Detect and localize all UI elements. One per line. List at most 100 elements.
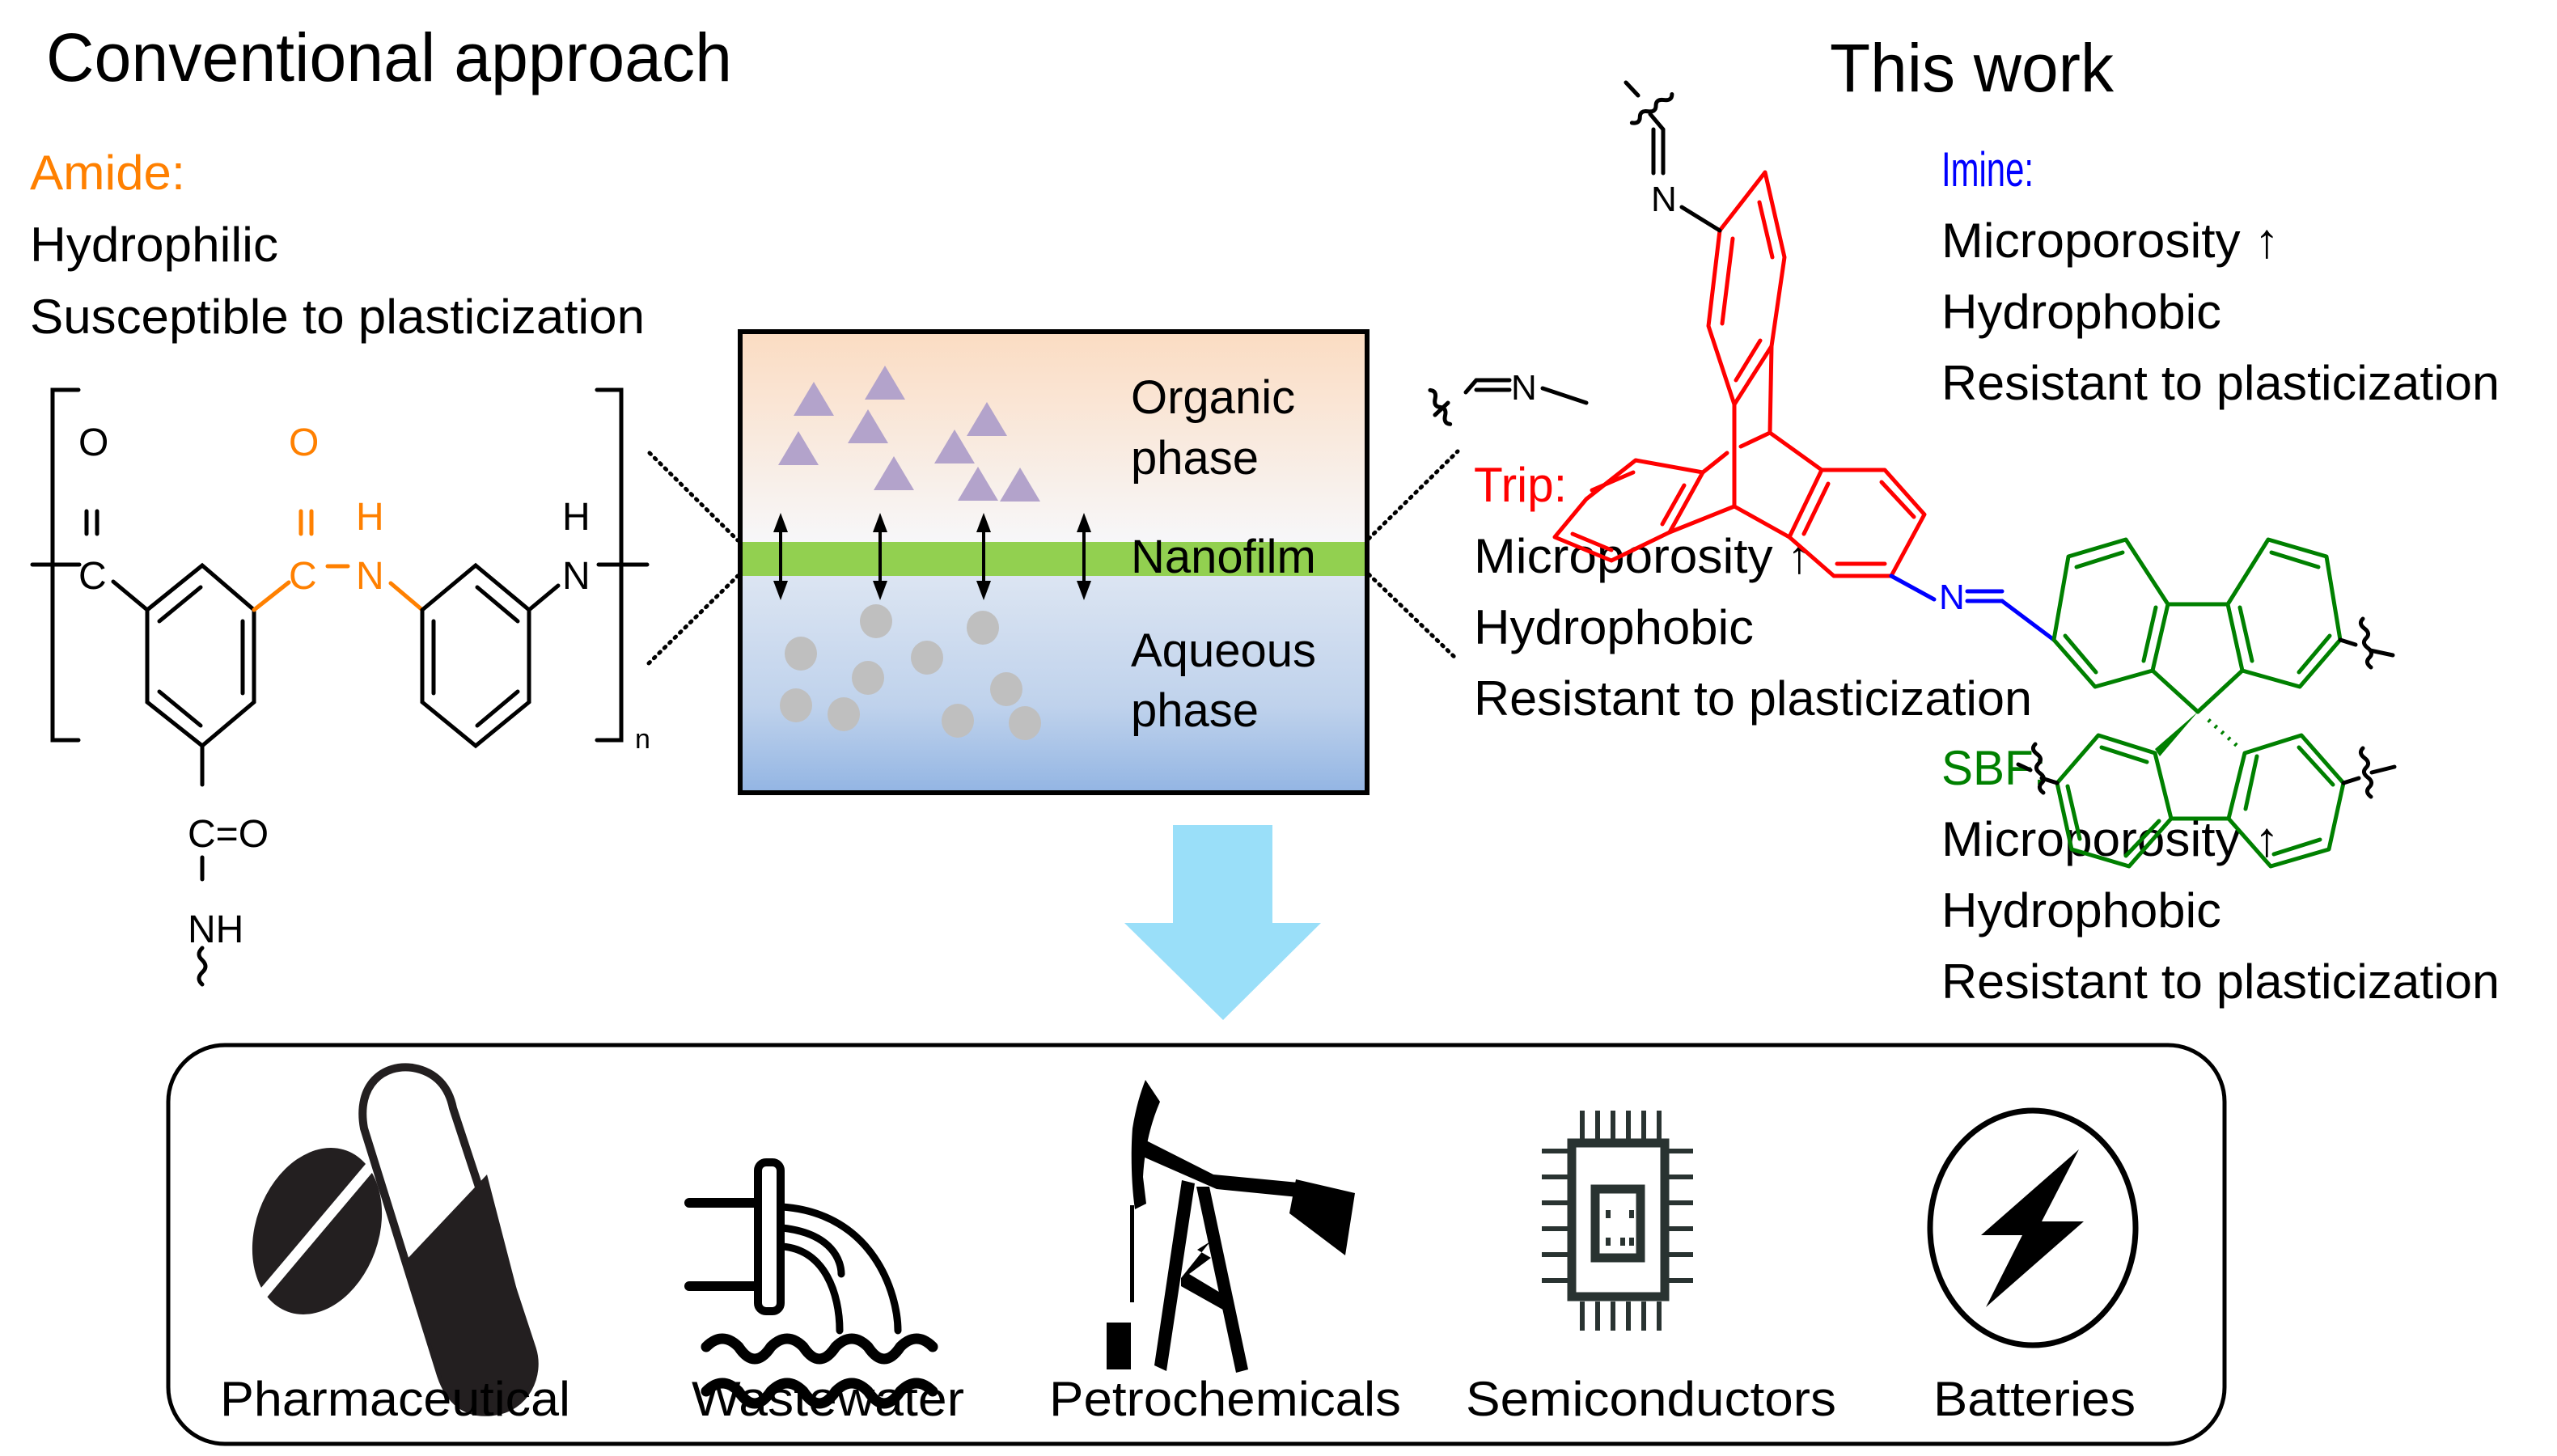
imine-bond [2000, 599, 2056, 642]
ring-double-bond [1757, 200, 1775, 260]
chip-pin [1542, 1200, 1568, 1205]
ring-double-bond [475, 585, 520, 624]
atom-o-amide: O [289, 421, 319, 464]
nanofilm-label: Nanofilm [1131, 531, 1316, 583]
atom-n: N [1511, 368, 1537, 408]
atom-nh: NH [188, 908, 243, 951]
box-border [738, 329, 1370, 795]
ring-double-bond [2065, 784, 2082, 841]
organic-monomer-triangle [865, 366, 905, 400]
zoom-connector-line [1366, 572, 1460, 662]
atom-c-o-bottom: C=O [188, 813, 269, 856]
aqueous-monomer-circle [942, 704, 974, 738]
organic-phase [740, 332, 1367, 542]
benzene-ring-1 [145, 562, 256, 749]
amide-bond [388, 581, 425, 612]
app-label-wastewater: Wastewater [692, 1372, 964, 1426]
bond [2016, 762, 2033, 772]
chip-pin [1667, 1278, 1693, 1283]
ring-double-bond [2063, 633, 2098, 675]
organic-monomer-triangle [874, 456, 914, 490]
applications-panel: Pharmaceutical Wastewater Petrochemicals [166, 1043, 2227, 1446]
ring-double-bond [2297, 745, 2335, 787]
this-work-title: This work [1830, 30, 2115, 106]
wavy-bond-icon [2030, 742, 2047, 795]
aqueous-monomers [780, 604, 1041, 740]
polyamide-structure: n O C O C H N [30, 387, 650, 987]
ring-double-bond [157, 585, 203, 624]
amide-property-2: Susceptible to plasticization [30, 290, 645, 344]
imine-property-3: Resistant to plasticization [1941, 356, 2500, 410]
double-headed-arrow-icon [773, 513, 788, 600]
atom-o: O [78, 421, 108, 464]
sbf-property-3: Resistant to plasticization [1941, 954, 2500, 1009]
this-work-section: This work Imine: Microporosity ↑ Hydroph… [1428, 30, 2500, 1009]
bond [1463, 378, 1479, 395]
organic-monomers [778, 366, 1040, 502]
bridge-bond [1767, 430, 1824, 472]
ring-double-bond [2123, 819, 2161, 858]
bond [2341, 776, 2361, 785]
organic-monomer-triangle [794, 382, 834, 416]
ring-double-bond [157, 689, 203, 728]
bond [2368, 648, 2395, 658]
amide-property-1: Hydrophilic [30, 218, 278, 272]
atom-h-amide: H [356, 496, 384, 539]
chip-pin [1641, 1302, 1646, 1331]
sbf-ring-ul [2051, 537, 2170, 689]
aqueous-phase-label-1: Aqueous [1131, 624, 1316, 677]
chip-pin [1611, 1111, 1615, 1140]
wavy-bond-icon [1428, 387, 1453, 426]
trip-property-1: Microporosity ↑ [1474, 529, 1812, 583]
app-label-semiconductors: Semiconductors [1466, 1372, 1836, 1426]
aqueous-monomer-circle [967, 611, 999, 645]
atom-n: N [562, 555, 591, 598]
applications-box [166, 1043, 2227, 1446]
aqueous-monomer-circle [828, 697, 860, 731]
aqueous-monomer-circle [1009, 706, 1041, 740]
atom-c: C [78, 555, 107, 598]
chip-pin [1580, 1111, 1585, 1140]
organic-monomer-triangle [1000, 468, 1040, 502]
bond [1624, 80, 1640, 98]
ring-double-bond [1801, 481, 1831, 536]
imine-property-2: Hydrophobic [1941, 285, 2221, 339]
chip-pins [1542, 1111, 1693, 1331]
double-headed-arrow-icon [1077, 513, 1091, 600]
bond [1679, 205, 1722, 233]
pills-icon [252, 1063, 539, 1416]
zoom-connector-line [1366, 449, 1460, 541]
bond [527, 583, 561, 612]
ring-double-bond [2243, 754, 2259, 811]
app-label-batteries: Batteries [1933, 1372, 2136, 1426]
chip-pin [1626, 1302, 1631, 1331]
wavy-bond-icon [2358, 616, 2374, 670]
bridge-bond [1767, 344, 1774, 435]
ring-double-bond [1660, 483, 1687, 527]
ring-double-bond [2074, 550, 2125, 569]
sbf-property-1: Microporosity ↑ [1941, 812, 2280, 866]
imine-linkage: N [1889, 574, 2056, 642]
chip-pin [1641, 1111, 1646, 1140]
trip-property-3: Resistant to plasticization [1474, 671, 2032, 726]
ring-double-bond [1590, 470, 1636, 493]
aqueous-phase-label-2: phase [1131, 684, 1259, 737]
ring-double-bond [1720, 236, 1735, 326]
chip-pin [1626, 1111, 1631, 1140]
organic-phase-label-2: phase [1131, 432, 1259, 485]
conventional-title: Conventional approach [46, 19, 732, 95]
trip-ring-left [1552, 458, 1705, 563]
organic-monomer-triangle [958, 467, 998, 501]
trip-property-2: Hydrophobic [1474, 600, 1754, 654]
imine-label: Imine: [1941, 142, 2034, 197]
repeat-subscript: n [635, 724, 650, 755]
ring-double-bond [2099, 745, 2149, 764]
chip-pin [1667, 1175, 1693, 1179]
aqueous-monomer-circle [780, 688, 812, 722]
chip-pin [1611, 1302, 1615, 1331]
bridge-bond [1667, 504, 1737, 535]
microchip-icon [1567, 1138, 1670, 1302]
amide-bond [252, 580, 291, 612]
double-headed-arrow-icon [976, 513, 991, 600]
wavy-bond-icon [2358, 746, 2374, 799]
